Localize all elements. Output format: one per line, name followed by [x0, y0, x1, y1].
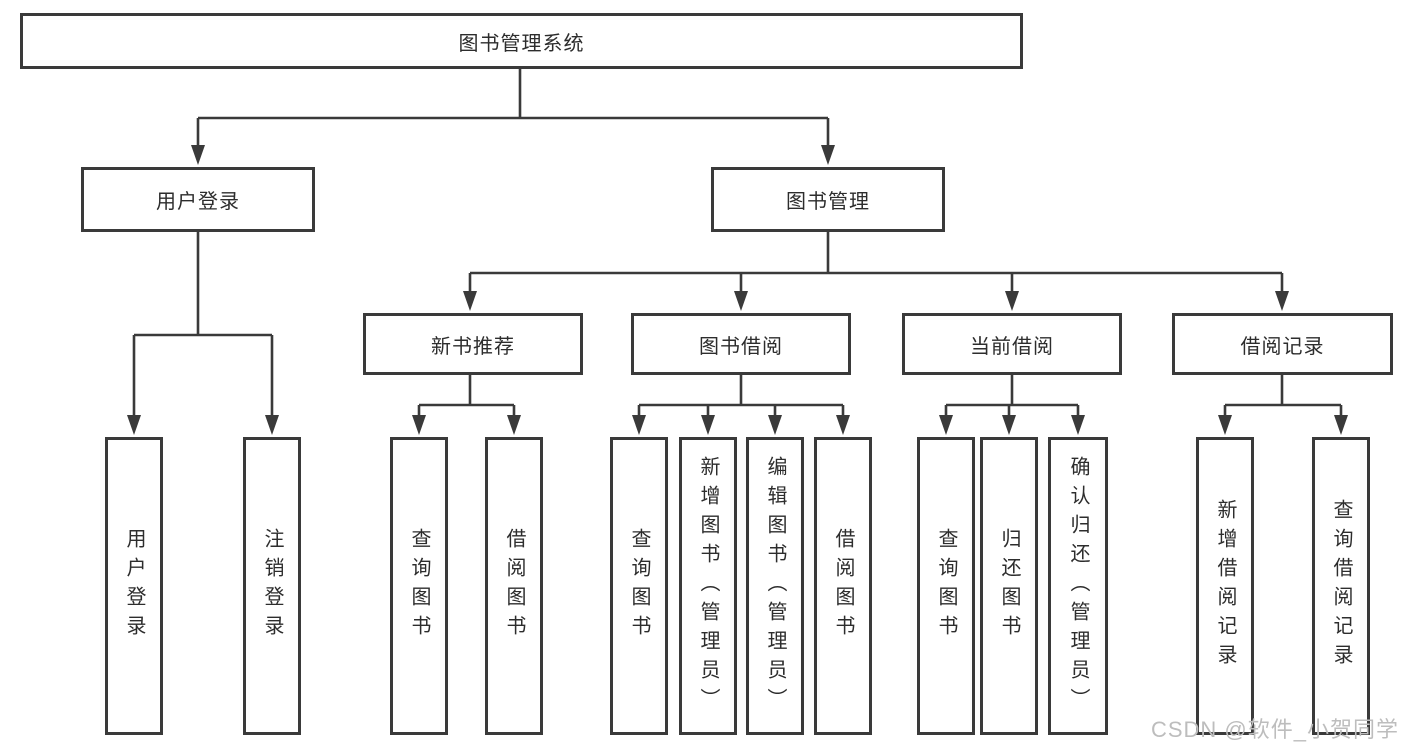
leaf-label: 新增借阅记录 — [1214, 499, 1236, 673]
leaf-label: 确认归还（管理员） — [1067, 455, 1089, 717]
leaf-edit-books-admin: 编辑图书（管理员） — [746, 437, 804, 735]
leaf-logout: 注销登录 — [243, 437, 301, 735]
leaf-label: 新增图书（管理员） — [697, 455, 719, 717]
node-borrowing-records: 借阅记录 — [1172, 313, 1393, 375]
leaf-add-borrow-record: 新增借阅记录 — [1196, 437, 1254, 735]
node-new-book-recommendation: 新书推荐 — [363, 313, 583, 375]
node-book-management: 图书管理 — [711, 167, 945, 232]
leaf-label: 编辑图书（管理员） — [764, 455, 786, 717]
leaf-query-borrow-record: 查询借阅记录 — [1312, 437, 1370, 735]
leaf-query-books-borrow: 查询图书 — [610, 437, 668, 735]
leaf-query-books-recommend: 查询图书 — [390, 437, 448, 735]
leaf-label: 归还图书 — [998, 528, 1020, 644]
leaf-label: 用户登录 — [123, 528, 145, 644]
leaf-query-books-current: 查询图书 — [917, 437, 975, 735]
leaf-label: 查询图书 — [408, 528, 430, 644]
leaf-label: 查询图书 — [628, 528, 650, 644]
leaf-label: 查询图书 — [935, 528, 957, 644]
leaf-label: 注销登录 — [261, 528, 283, 644]
leaf-user-login: 用户登录 — [105, 437, 163, 735]
csdn-watermark: CSDN @软件_小贺同学 — [1150, 717, 1399, 742]
leaf-label: 借阅图书 — [832, 528, 854, 644]
leaf-confirm-return-admin: 确认归还（管理员） — [1048, 437, 1108, 735]
leaf-label: 查询借阅记录 — [1330, 499, 1352, 673]
leaf-borrow-books-recommend: 借阅图书 — [485, 437, 543, 735]
node-user-login: 用户登录 — [81, 167, 315, 232]
leaf-borrow-books: 借阅图书 — [814, 437, 872, 735]
leaf-add-books-admin: 新增图书（管理员） — [679, 437, 737, 735]
node-current-borrowing: 当前借阅 — [902, 313, 1122, 375]
node-book-borrowing: 图书借阅 — [631, 313, 851, 375]
leaf-label: 借阅图书 — [503, 528, 525, 644]
node-library-management-system: 图书管理系统 — [20, 13, 1023, 69]
leaf-return-books: 归还图书 — [980, 437, 1038, 735]
